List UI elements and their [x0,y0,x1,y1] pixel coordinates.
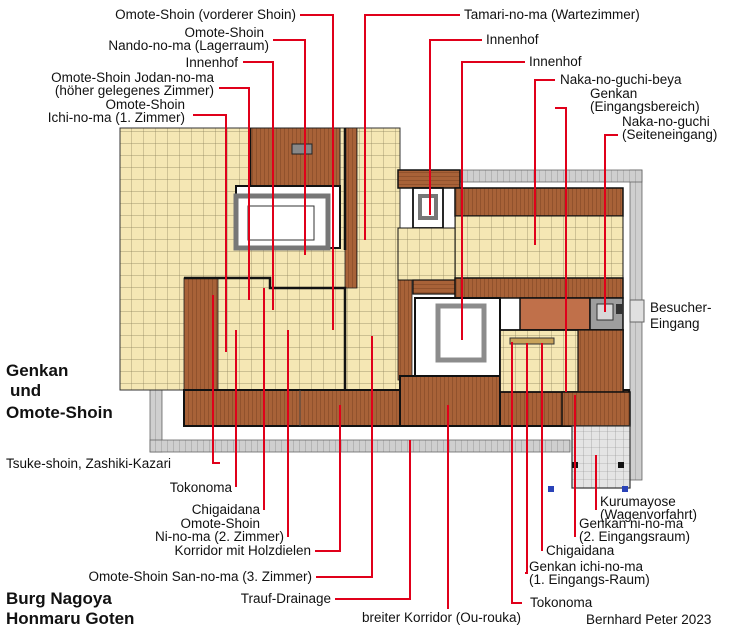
label-ichi-2: Ichi-no-ma (1. Zimmer) [48,110,185,125]
label-ni-2: Ni-no-ma (2. Zimmer) [155,529,284,544]
label-genkan-2: (Eingangsbereich) [590,99,700,114]
title-burg-2: Honmaru Goten [6,609,134,628]
label-chigaidana-left: Chigaidana [192,502,261,517]
label-kurumayose-2: (Wagenvorfahrt) [600,507,697,522]
label-jodan-1: Omote-Shoin Jodan-no-ma [51,70,214,85]
genkan-rooms [499,329,631,427]
credit: Bernhard Peter 2023 [586,612,711,627]
innenhof-left [233,185,341,251]
label-ni-1: Omote-Shoin [180,516,260,531]
label-tsuke: Tsuke-shoin, Zashiki-Kazari [6,456,171,471]
ou-rouka-corridor [183,375,630,427]
label-besucher-2: Eingang [650,316,700,331]
label-genkan-ni-2: (2. Eingangsraum) [579,529,690,544]
label-innenhof-right: Innenhof [529,54,582,69]
omote-shoin-block [119,127,413,391]
label-genkan-1: Genkan [590,86,637,101]
label-tamari: Tamari-no-ma (Wartezimmer) [464,7,640,22]
leader-lines [193,14,618,609]
label-innenhof-mid: Innenhof [486,32,539,47]
label-naka-guchi-1: Naka-no-guchi [622,114,710,129]
title-line-3: Omote-Shoin [6,403,113,422]
label-genkan-ichi-1: Genkan ichi-no-ma [529,559,644,574]
label-chigaidana-right: Chigaidana [546,543,615,558]
label-genkan-ni-1: Genkan ni-no-ma [579,516,684,531]
label-nando-2: Nando-no-ma (Lagerraum) [108,38,269,53]
label-trauf: Trauf-Drainage [241,591,331,606]
label-besucher-1: Besucher- [650,300,712,315]
genkan-block [454,187,624,331]
label-kurumayose-1: Kurumayose [600,494,676,509]
title-burg-1: Burg Nagoya [6,589,112,608]
label-ichi-1: Omote-Shoin [105,97,185,112]
label-jodan-2: (höher gelegenes Zimmer) [55,83,214,98]
besucher-eingang-gate [629,299,645,323]
label-ou-rouka: breiter Korridor (Ou-rouka) [362,610,521,625]
label-tokonoma-left: Tokonoma [170,480,233,495]
label-genkan-ichi-2: (1. Eingangs-Raum) [529,572,650,587]
label-tokonoma-right: Tokonoma [530,595,593,610]
kurumayose [548,425,631,492]
labels: Omote-Shoin (vorderer Shoin) Omote-Shoin… [6,7,717,628]
label-san: Omote-Shoin San-no-ma (3. Zimmer) [88,569,312,584]
label-innenhof-left: Innenhof [185,55,238,70]
label-korridor: Korridor mit Holzdielen [174,543,311,558]
label-nando-1: Omote-Shoin [184,25,264,40]
title-line-2: und [10,381,41,400]
label-naka-beya: Naka-no-guchi-beya [560,72,682,87]
trauf-drainage-band [120,169,643,481]
label-naka-guchi-2: (Seiteneingang) [622,127,717,142]
title-line-1: Genkan [6,361,68,380]
innenhof-middle [414,297,501,377]
label-omote-shoin-vorderer: Omote-Shoin (vorderer Shoin) [115,7,296,22]
